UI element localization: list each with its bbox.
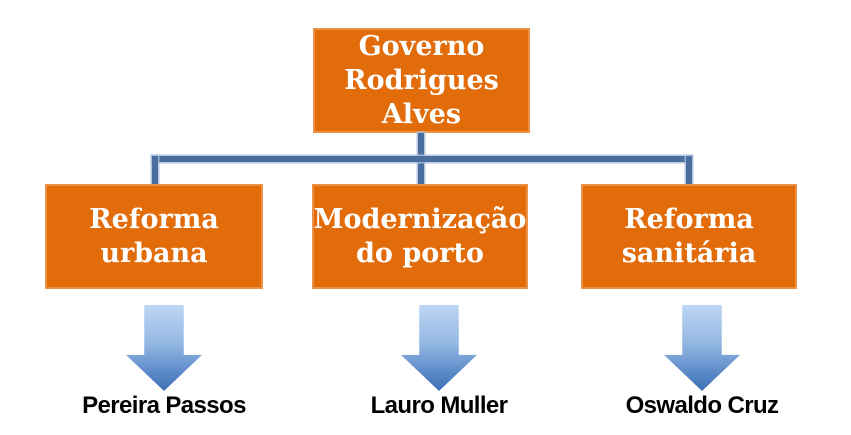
connector-drop-right [686, 156, 692, 185]
down-arrow-right-icon [664, 305, 740, 391]
branch-box-reforma-urbana: Reforma urbana [45, 184, 263, 289]
branch-box-modernizacao-do-porto: Modernização do porto [312, 184, 528, 289]
root-box-governo-rodrigues-alves: Governo Rodrigues Alves [313, 28, 530, 133]
person-label-oswaldo-cruz: Oswaldo Cruz [625, 392, 779, 419]
branch-box-reforma-sanitaria: Reforma sanitária [581, 184, 797, 289]
down-arrow-left-icon [126, 305, 202, 391]
down-arrow-middle-icon [401, 305, 477, 391]
person-label-pereira-passos: Pereira Passos [82, 392, 246, 419]
person-label-lauro-muller: Lauro Muller [370, 392, 508, 419]
connector-horizontal [152, 156, 692, 162]
connector-drop-left [152, 156, 158, 185]
